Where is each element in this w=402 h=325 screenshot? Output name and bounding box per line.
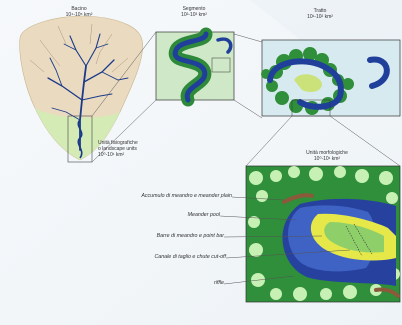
basin-size-text: 10⁴-10⁵ km² [44, 12, 114, 18]
basin-title: Bacino 10⁴-10⁵ km² [44, 6, 114, 18]
segment-title: Segmento 10²-10³ km² [158, 6, 230, 18]
landscape-unit-title: Unità fisiografiche o landscape units 10… [98, 140, 178, 158]
morph-label-point-bar: Barre di meandro e point bar [74, 233, 224, 240]
morph-label-riffle: riffle [150, 280, 224, 287]
segment-size-text: 10²-10³ km² [158, 12, 230, 18]
morph-label-meander-plain: Accumulo di meandro e meander plain [50, 193, 232, 200]
segment-panel [156, 32, 234, 100]
morph-label-meander-pool: Meander pool [120, 212, 220, 219]
morph-unit-title: Unità morfologiche 10⁰-10¹ km² [282, 150, 372, 162]
reach-title: Tratto 10¹-10² km² [280, 8, 360, 20]
morph-unit-panel [246, 166, 400, 302]
morph-label-chute-cutoff: Canale di taglio e chute cut-off [56, 254, 226, 261]
landscape-unit-line3: 10⁰-10¹ km² [98, 152, 178, 158]
reach-size-text: 10¹-10² km² [280, 14, 360, 20]
reach-panel [261, 40, 400, 116]
morph-unit-line2: 10⁰-10¹ km² [282, 156, 372, 162]
